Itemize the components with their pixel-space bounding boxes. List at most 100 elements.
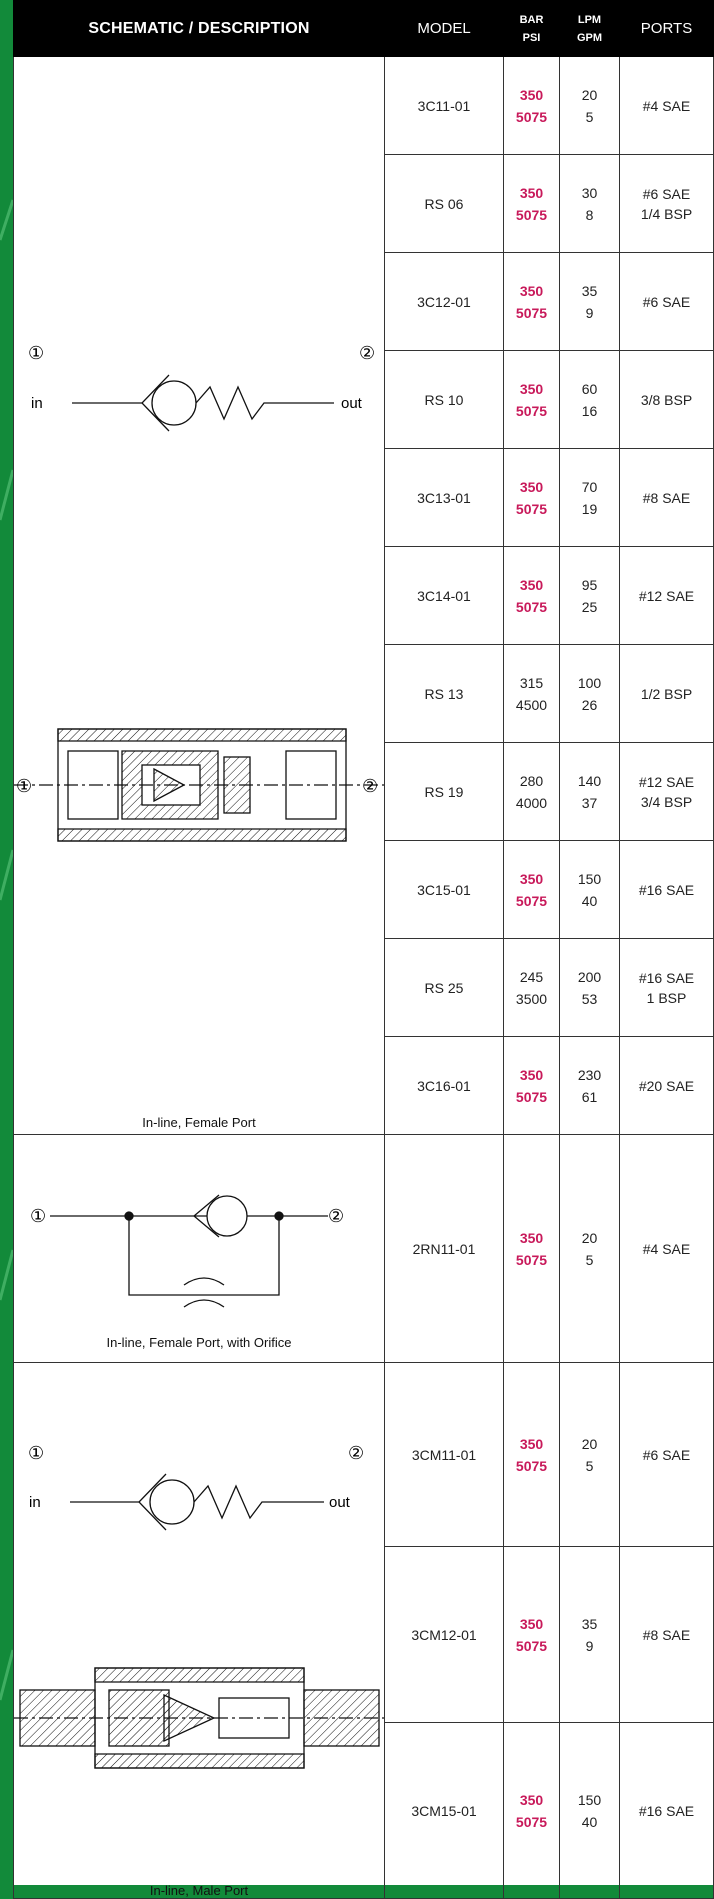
- port-value: 1/2 BSP: [640, 685, 693, 702]
- bar-value: 280: [519, 772, 544, 789]
- model-cell: 3C12-01: [384, 252, 504, 351]
- port2-label: ②: [359, 343, 375, 364]
- header-schematic: SCHEMATIC / DESCRIPTION: [13, 0, 385, 57]
- port-value: #4 SAE: [642, 1240, 691, 1257]
- model-cell: RS 19: [384, 742, 504, 841]
- gpm-value: 8: [585, 206, 594, 223]
- psi-value: 5075: [515, 108, 548, 125]
- ports-cell: #6 SAE: [619, 1362, 714, 1547]
- lpm-value: 20: [581, 86, 598, 103]
- lpm-value: 150: [577, 1791, 602, 1808]
- lpm-value: 150: [577, 870, 602, 887]
- gpm-value: 37: [581, 794, 598, 811]
- bar-value: 350: [519, 1066, 544, 1083]
- lpm-value: 100: [577, 674, 602, 691]
- orifice-port2-label: ②: [328, 1206, 344, 1227]
- bar-value: 350: [519, 1435, 544, 1452]
- ports-cell: #4 SAE: [619, 56, 714, 155]
- gpm-value: 19: [581, 500, 598, 517]
- check-valve-symbol: [72, 374, 334, 432]
- gpm-value: 9: [585, 304, 594, 321]
- port-value: #8 SAE: [642, 489, 691, 506]
- port-value: #6 SAE: [642, 293, 691, 310]
- header-lpm: LPM: [577, 13, 602, 26]
- pressure-cell: 350 5075: [503, 252, 560, 351]
- bar-value: 350: [519, 478, 544, 495]
- model-cell: 3C16-01: [384, 1036, 504, 1135]
- model-cell: 3C13-01: [384, 448, 504, 547]
- header-model: MODEL: [384, 0, 504, 57]
- table-header-row: SCHEMATIC / DESCRIPTION MODEL BAR PSI LP…: [13, 0, 714, 57]
- orifice-symbol: [50, 1194, 328, 1308]
- port-value: 3/8 BSP: [640, 391, 693, 408]
- bar-value: 350: [519, 1229, 544, 1246]
- gpm-value: 9: [585, 1637, 594, 1654]
- model-cell: RS 10: [384, 350, 504, 449]
- pressure-cell: 350 5075: [503, 840, 560, 939]
- psi-value: 5075: [515, 892, 548, 909]
- bar-value: 350: [519, 870, 544, 887]
- port-value: #16 SAE: [638, 1802, 695, 1819]
- ports-cell: 3/8 BSP: [619, 350, 714, 449]
- bar-value: 350: [519, 576, 544, 593]
- gpm-value: 40: [581, 892, 598, 909]
- model-cell: RS 25: [384, 938, 504, 1037]
- in-label: in: [31, 395, 43, 412]
- psi-value: 5075: [515, 304, 548, 321]
- port-value: 1/4 BSP: [640, 205, 693, 222]
- orifice-port1-label: ①: [30, 1206, 46, 1227]
- port1-label: ①: [28, 343, 44, 364]
- lpm-value: 230: [577, 1066, 602, 1083]
- psi-value: 3500: [515, 990, 548, 1007]
- lpm-value: 70: [581, 478, 598, 495]
- lpm-value: 95: [581, 576, 598, 593]
- schematic-cell: ① ② In-line, Female Port, with Orifice: [13, 1134, 385, 1363]
- port-value: #20 SAE: [638, 1077, 695, 1094]
- gpm-value: 53: [581, 990, 598, 1007]
- port-value: #6 SAE: [642, 185, 691, 202]
- bar-value: 350: [519, 282, 544, 299]
- port-value: #16 SAE: [638, 969, 695, 986]
- bar-value: 350: [519, 184, 544, 201]
- gpm-value: 5: [585, 1457, 594, 1474]
- schematic-cell: ① ② in out ① ② In-line, Female Port: [13, 56, 385, 1135]
- lpm-value: 60: [581, 380, 598, 397]
- port-value: #6 SAE: [642, 1446, 691, 1463]
- ports-cell: #6 SAE 1/4 BSP: [619, 154, 714, 253]
- header-flow: LPM GPM: [559, 0, 620, 57]
- ports-cell: #12 SAE: [619, 546, 714, 645]
- female-port-check-valve-schematic: ① ② in out ① ②: [14, 343, 384, 842]
- model-cell: 3CM11-01: [384, 1362, 504, 1547]
- gpm-value: 16: [581, 402, 598, 419]
- port-value: #8 SAE: [642, 1626, 691, 1643]
- psi-value: 5075: [515, 1813, 548, 1830]
- ports-cell: #16 SAE: [619, 840, 714, 939]
- male-out-label: out: [329, 1494, 351, 1511]
- section-port2-label: ②: [362, 776, 378, 797]
- psi-value: 5075: [515, 402, 548, 419]
